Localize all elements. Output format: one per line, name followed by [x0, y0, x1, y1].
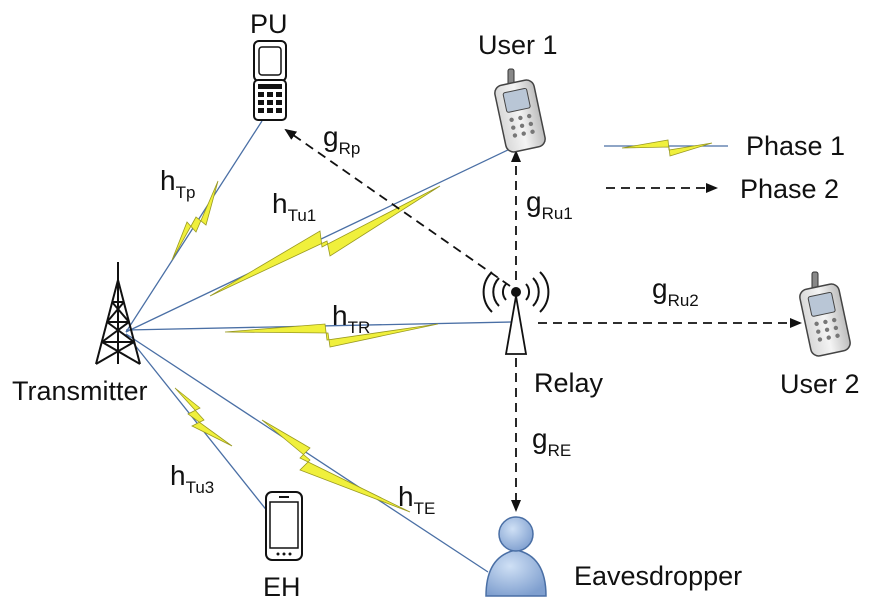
- pu-phone-icon: [253, 40, 287, 121]
- label-transmitter: Transmitter: [12, 376, 148, 406]
- channel-label-g-ru2: gRu2: [652, 273, 699, 310]
- channel-label-h-te: hTE: [398, 481, 435, 518]
- eh-smartphone-icon: [265, 491, 303, 561]
- legend-phase1-label: Phase 1: [746, 131, 845, 161]
- legend-phase1-symbol: [604, 139, 728, 157]
- link-relay-pu: [284, 128, 511, 287]
- relay-antenna-icon: [482, 271, 550, 355]
- link-transmitter-user1: [125, 147, 513, 333]
- channel-label-h-tu3: hTu3: [170, 460, 214, 497]
- channel-label-g-ru1: gRu1: [526, 186, 573, 223]
- channel-label-g-rp: gRp: [323, 121, 360, 158]
- link-transmitter-eh: [125, 333, 269, 513]
- label-eh: EH: [263, 572, 301, 602]
- channel-label-h-tu1: hTu1: [272, 188, 316, 225]
- label-user2: User 2: [780, 369, 860, 399]
- transmitter-tower-icon: [95, 262, 141, 365]
- channel-label-h-tp: hTp: [160, 165, 195, 202]
- eavesdropper-person-icon: [485, 516, 547, 597]
- link-transmitter-eavesdropper: [125, 333, 489, 573]
- label-relay: Relay: [534, 368, 604, 398]
- label-pu: PU: [250, 9, 288, 39]
- channel-label-h-tr: hTR: [332, 300, 370, 337]
- channel-label-g-re: gRE: [532, 423, 571, 460]
- user2-phone-icon: [799, 271, 851, 357]
- user1-phone-icon: [494, 68, 546, 153]
- channel-labels: hTp hTu1 hTR hTu3 hTE gRp gRu1 gRu2 gRE: [160, 121, 699, 518]
- link-transmitter-pu: [125, 120, 263, 333]
- label-eavesdropper: Eavesdropper: [574, 561, 742, 591]
- node-labels: PU User 1 User 2 Transmitter Relay EH Ea…: [12, 9, 860, 602]
- phase2-links: [284, 128, 802, 512]
- legend-phase2-label: Phase 2: [740, 174, 839, 204]
- label-user1: User 1: [478, 30, 558, 60]
- legend: Phase 1 Phase 2: [604, 131, 845, 204]
- phase1-links: [125, 120, 513, 573]
- link-transmitter-relay: [125, 321, 513, 348]
